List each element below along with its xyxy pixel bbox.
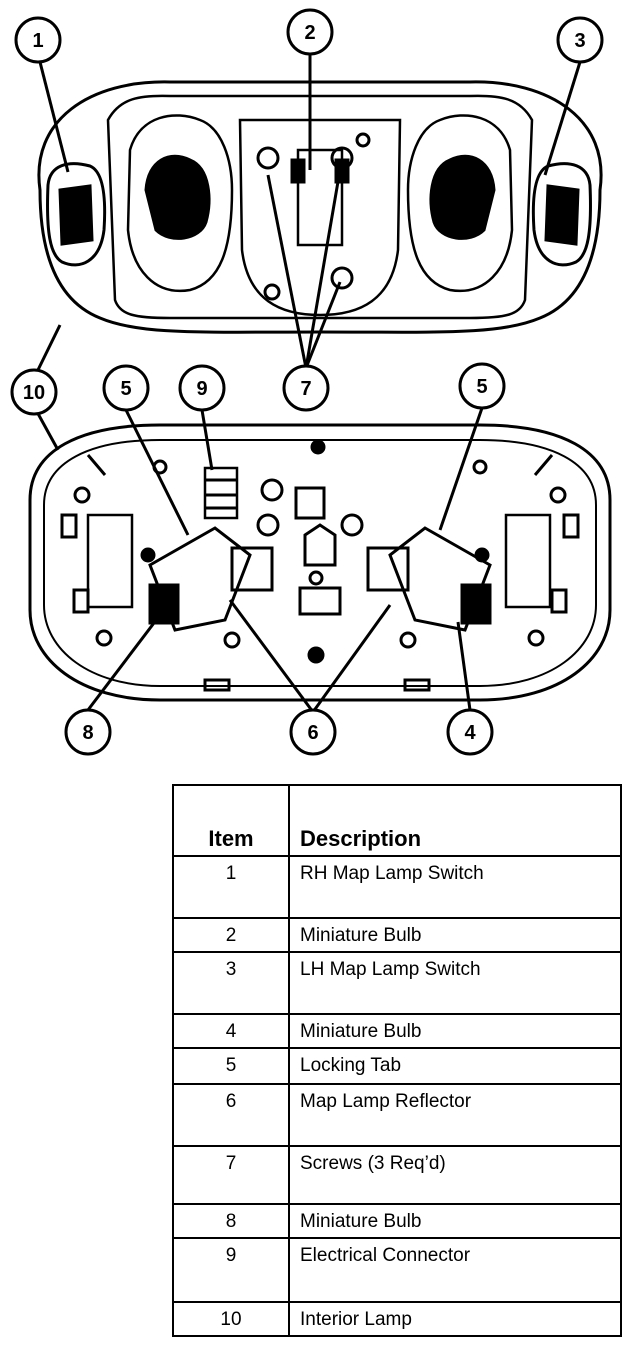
table-row: 3 LH Map Lamp Switch <box>172 951 622 1015</box>
lamp-housing-base <box>28 423 612 702</box>
callout-10-label: 10 <box>23 382 45 404</box>
callout-6-label: 6 <box>307 722 318 744</box>
table-row: 8 Miniature Bulb <box>172 1203 622 1239</box>
item-number: 10 <box>172 1301 290 1337</box>
interior-lamp-diagram: 1 2 3 5 9 7 5 10 8 6 4 <box>10 8 612 756</box>
description-column-header: Description <box>288 784 622 857</box>
callout-7: 7 <box>282 364 330 412</box>
callout-6: 6 <box>289 708 337 756</box>
callout-8-label: 8 <box>82 722 93 744</box>
callout-8: 8 <box>64 708 112 756</box>
item-number: 3 <box>172 951 290 1015</box>
item-description: Map Lamp Reflector <box>288 1083 622 1147</box>
item-number: 6 <box>172 1083 290 1147</box>
callout-1-label: 1 <box>32 30 43 52</box>
table-row: 1 RH Map Lamp Switch <box>172 855 622 919</box>
item-description: Locking Tab <box>288 1047 622 1085</box>
item-number: 2 <box>172 917 290 953</box>
parts-table: Item Description 1 RH Map Lamp Switch 2 … <box>172 784 622 1337</box>
table-row: 6 Map Lamp Reflector <box>172 1083 622 1147</box>
item-description: Interior Lamp <box>288 1301 622 1337</box>
item-description: Electrical Connector <box>288 1237 622 1303</box>
item-number: 1 <box>172 855 290 919</box>
callout-5-left: 5 <box>102 364 150 412</box>
callout-4-label: 4 <box>464 722 476 744</box>
lamp-housing-top <box>37 80 603 334</box>
callout-10: 10 <box>10 368 58 416</box>
table-header-row: Item Description <box>172 784 622 857</box>
callout-9: 9 <box>178 364 226 412</box>
callout-3: 3 <box>556 16 604 64</box>
callout-5-left-label: 5 <box>120 378 131 400</box>
item-number: 5 <box>172 1047 290 1085</box>
callout-7-label: 7 <box>300 378 311 400</box>
table-row: 5 Locking Tab <box>172 1047 622 1085</box>
callout-1: 1 <box>14 16 62 64</box>
item-number: 8 <box>172 1203 290 1239</box>
callout-2-label: 2 <box>304 22 315 44</box>
item-column-header: Item <box>172 784 290 857</box>
callout-9-label: 9 <box>196 378 207 400</box>
table-row: 10 Interior Lamp <box>172 1301 622 1337</box>
callout-5-right: 5 <box>458 362 506 410</box>
item-description: Miniature Bulb <box>288 917 622 953</box>
item-number: 9 <box>172 1237 290 1303</box>
item-number: 7 <box>172 1145 290 1205</box>
item-description: Miniature Bulb <box>288 1013 622 1049</box>
table-row: 4 Miniature Bulb <box>172 1013 622 1049</box>
item-description: Screws (3 Req’d) <box>288 1145 622 1205</box>
callout-5-right-label: 5 <box>476 376 487 398</box>
item-description: LH Map Lamp Switch <box>288 951 622 1015</box>
callout-3-label: 3 <box>574 30 585 52</box>
callout-4: 4 <box>446 708 494 756</box>
item-description: RH Map Lamp Switch <box>288 855 622 919</box>
table-row: 7 Screws (3 Req’d) <box>172 1145 622 1205</box>
item-number: 4 <box>172 1013 290 1049</box>
table-row: 2 Miniature Bulb <box>172 917 622 953</box>
callout-2: 2 <box>286 8 334 56</box>
table-row: 9 Electrical Connector <box>172 1237 622 1303</box>
item-description: Miniature Bulb <box>288 1203 622 1239</box>
leader-lines <box>34 52 582 713</box>
